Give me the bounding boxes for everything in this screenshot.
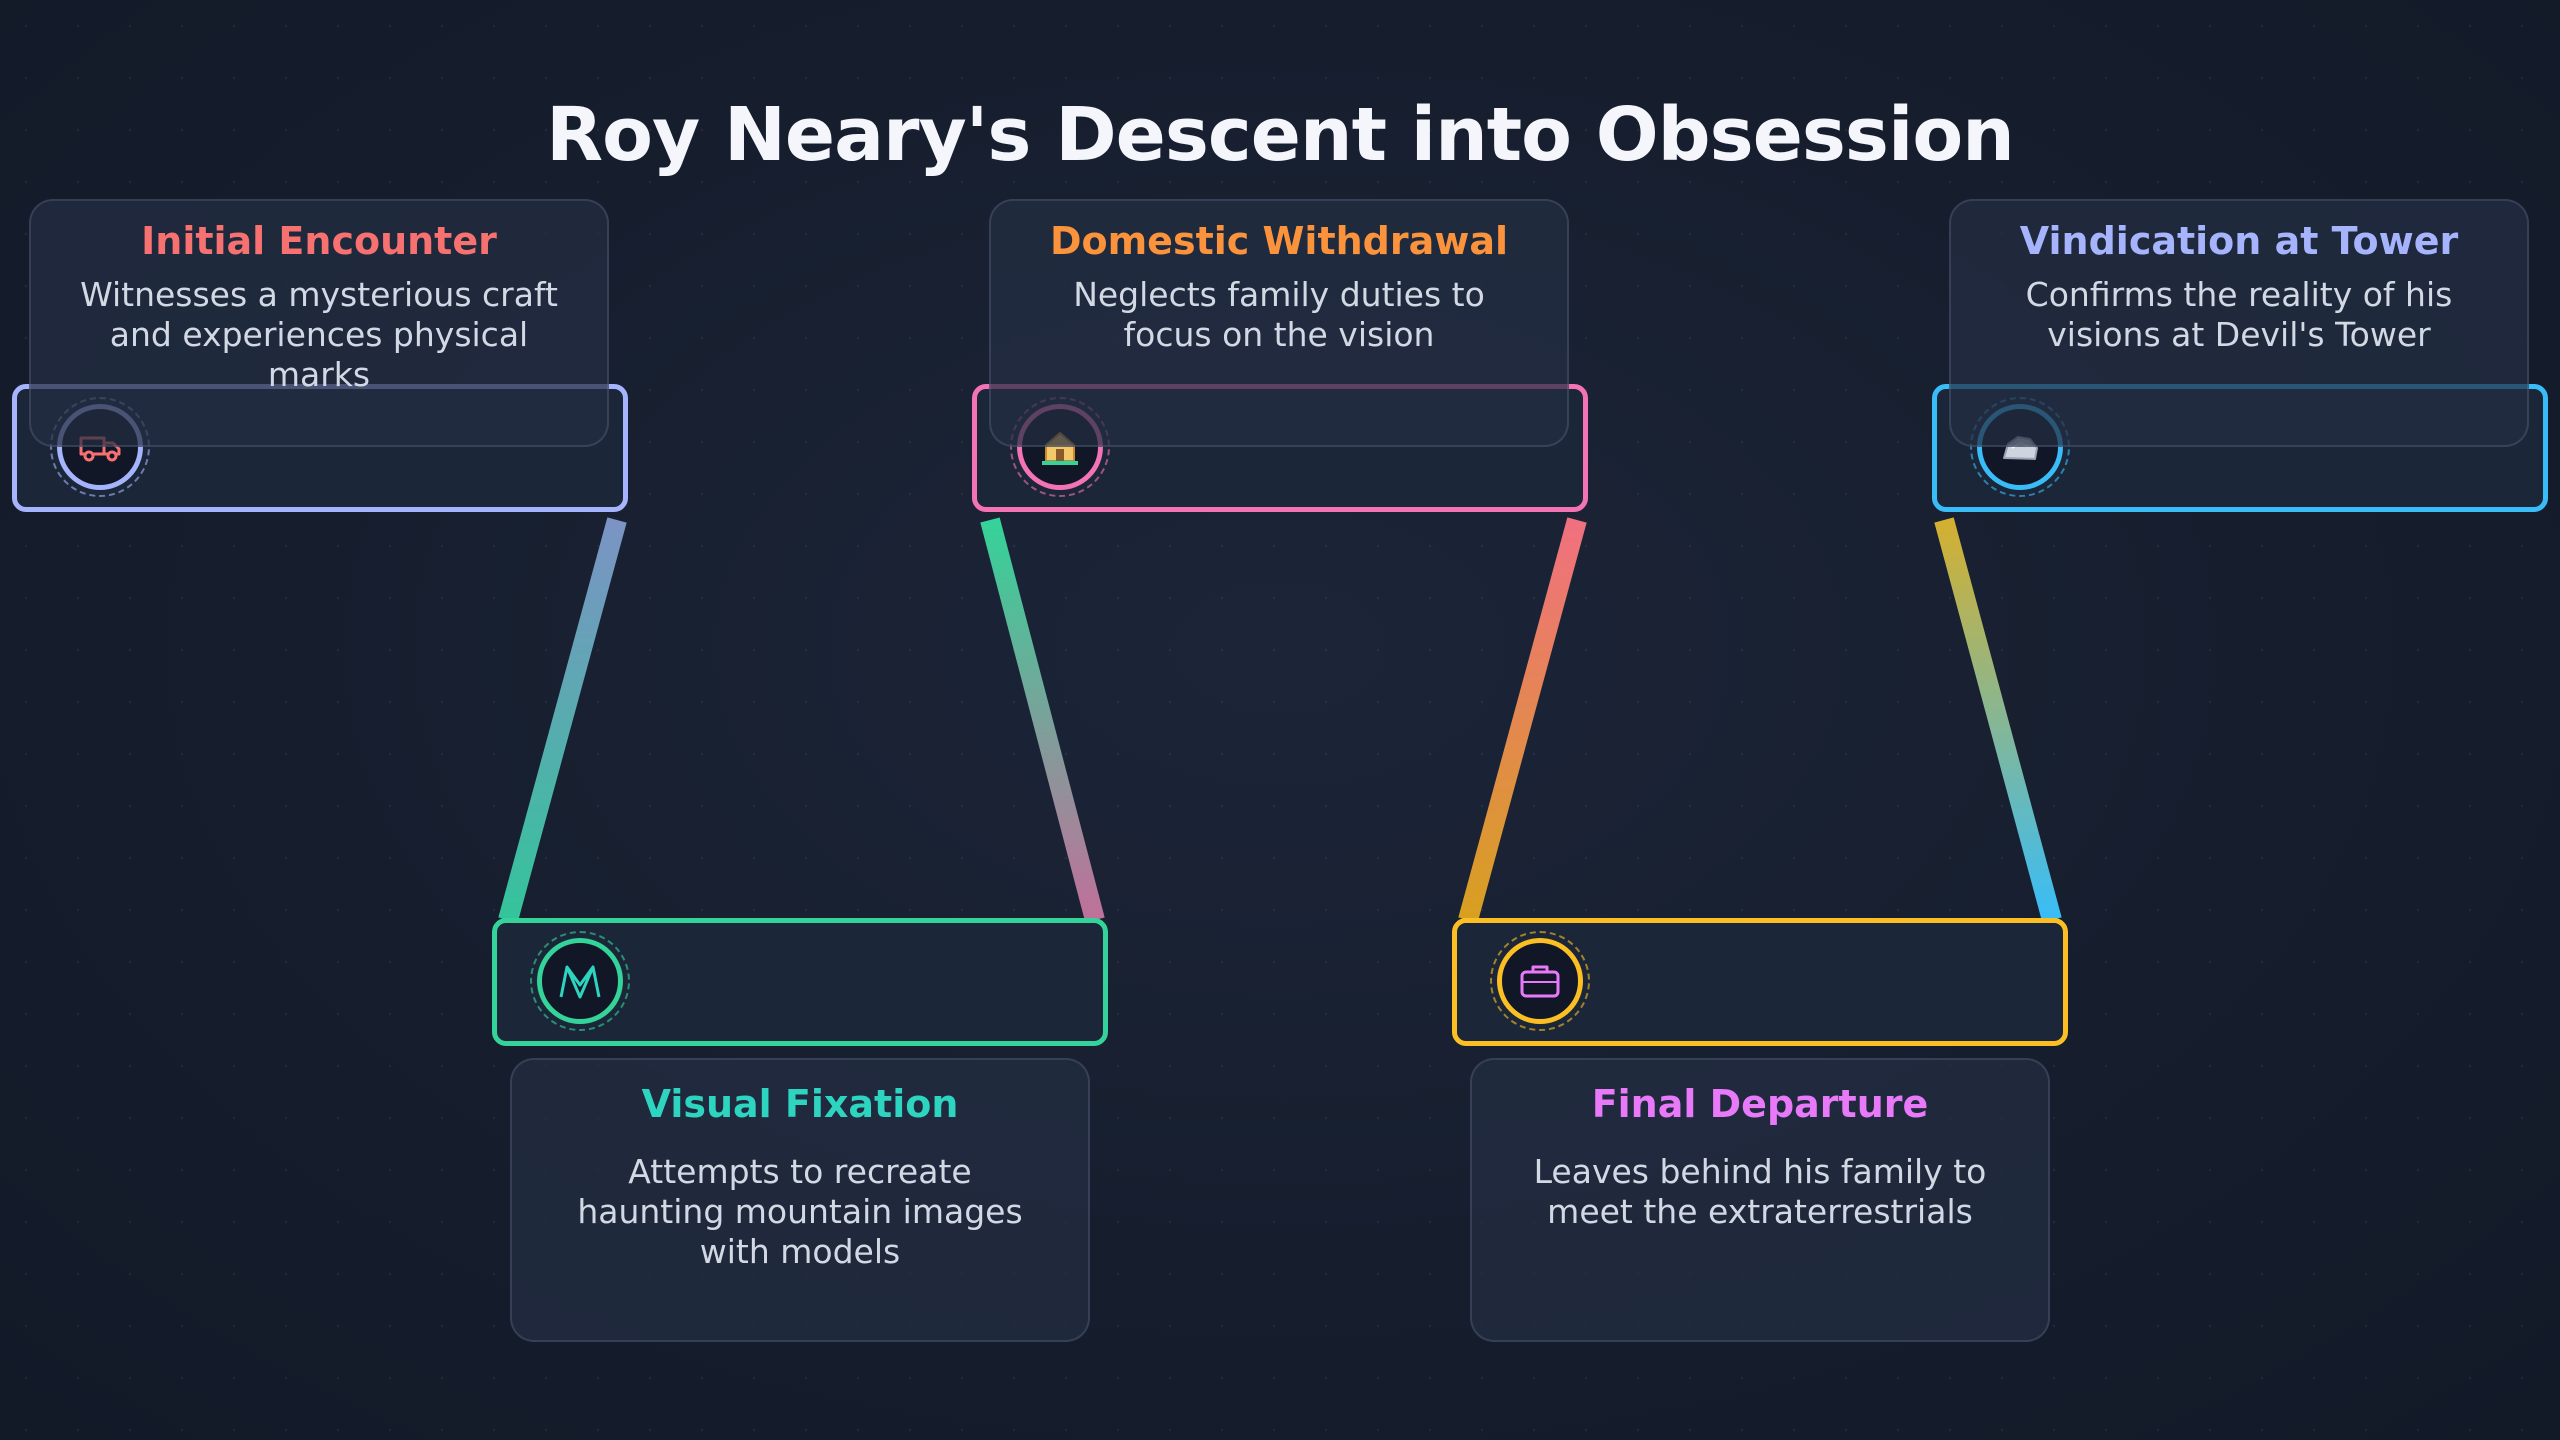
milestone-bar-visual-fixation <box>492 918 1108 1046</box>
milestone-bar-final-departure <box>1452 918 2068 1046</box>
page-title: Roy Neary's Descent into Obsession <box>546 92 2015 178</box>
milestone-card-final-departure: Final Departure Leaves behind his family… <box>1470 1058 2050 1342</box>
connector-2 <box>980 517 1105 923</box>
connector-3 <box>1458 517 1587 923</box>
connector-4 <box>1934 517 2062 923</box>
milestone-card-initial-encounter: Initial Encounter Witnesses a mysterious… <box>29 199 609 447</box>
milestone-title: Visual Fixation <box>641 1082 959 1126</box>
milestone-card-visual-fixation: Visual Fixation Attempts to recreate hau… <box>510 1058 1090 1342</box>
milestone-description: Attempts to recreate haunting mountain i… <box>577 1152 1023 1271</box>
milestone-card-domestic-withdrawal: Domestic Withdrawal Neglects family duti… <box>989 199 1569 447</box>
mountain-icon <box>559 965 601 999</box>
suitcase-icon <box>1520 965 1560 998</box>
milestone-description: Witnesses a mysterious craft and experie… <box>80 275 558 394</box>
milestone-title: Initial Encounter <box>141 219 497 263</box>
milestone-description: Leaves behind his family to meet the ext… <box>1533 1152 1987 1231</box>
icon-badge <box>1490 931 1590 1031</box>
milestone-description: Confirms the reality of his visions at D… <box>2025 275 2453 354</box>
milestone-title: Final Departure <box>1591 1082 1929 1126</box>
connector-1 <box>498 517 627 923</box>
milestone-title: Vindication at Tower <box>2019 219 2459 263</box>
icon-badge <box>530 931 630 1031</box>
milestone-title: Domestic Withdrawal <box>1049 219 1509 263</box>
milestone-card-vindication-at-tower: Vindication at Tower Confirms the realit… <box>1949 199 2529 447</box>
milestone-description: Neglects family duties to focus on the v… <box>1073 275 1485 354</box>
